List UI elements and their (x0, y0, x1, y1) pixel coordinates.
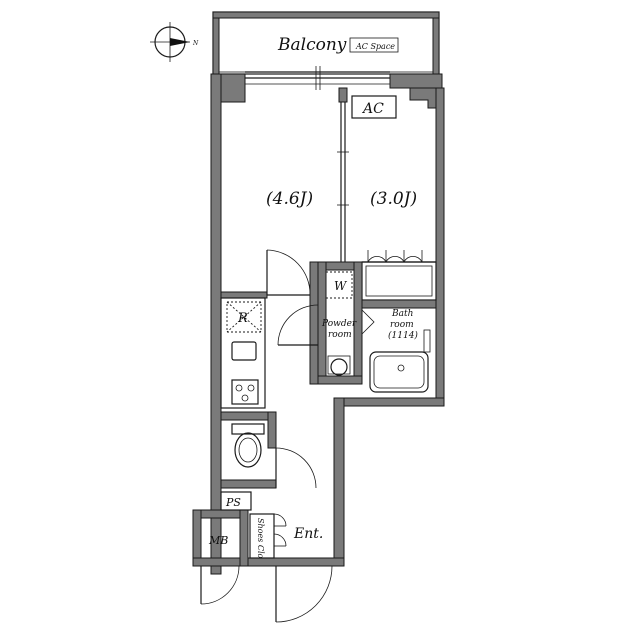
room-door-wall (220, 249, 319, 385)
room-second-label: (3.0J) (370, 189, 417, 209)
bath-room (361, 299, 437, 393)
bath-label-1: Bath (391, 309, 413, 319)
kitchen (220, 297, 266, 409)
powder-room-label-1: Powder (321, 319, 357, 329)
ac-space-box (349, 37, 399, 53)
room-western-label: (4.6J) (266, 189, 313, 209)
shoes-closet (249, 513, 287, 559)
balcony (212, 11, 440, 75)
mb-door (200, 565, 240, 605)
burner-icon (235, 384, 243, 392)
entrance-label: Ent. (293, 526, 323, 542)
refrigerator-label: R (237, 311, 248, 326)
washer-space (325, 271, 353, 299)
compass-north-label: N (192, 40, 199, 47)
toilet-room (220, 411, 277, 489)
stove (231, 379, 259, 405)
ps-box (220, 491, 252, 511)
powder-room-label-2: room (328, 330, 352, 340)
compass-icon (150, 22, 190, 62)
ac-space-label: AC Space (355, 42, 395, 51)
washer-label: W (334, 279, 348, 293)
wash-basin (330, 358, 348, 376)
powder-room-door (277, 304, 319, 346)
burner-icon (241, 394, 249, 402)
bath-label-3: (1114) (388, 330, 418, 341)
ac-label: AC (361, 101, 384, 117)
balcony-window (245, 66, 390, 90)
outer-walls (192, 73, 445, 575)
bath-faucet-icon (423, 329, 431, 353)
ps-label: PS (225, 496, 241, 509)
bathtub (369, 351, 429, 393)
entrance-door (275, 565, 333, 623)
burner-icon (247, 384, 255, 392)
toilet-door (275, 447, 317, 489)
bath-label-2: room (390, 320, 414, 330)
shoes-closet-label: Shoes Clo (256, 518, 265, 559)
refrigerator-space (226, 301, 262, 333)
balcony-label: Balcony (277, 35, 347, 55)
kitchen-sink (231, 341, 257, 361)
mb-label: MB (208, 534, 228, 547)
ac-unit (351, 95, 397, 119)
room-partition (337, 87, 349, 262)
bath-drain-icon (397, 364, 405, 372)
toilet-bowl (234, 432, 262, 468)
powder-room (317, 261, 363, 385)
toilet-tank (231, 423, 265, 435)
closet-second-room (361, 250, 437, 301)
